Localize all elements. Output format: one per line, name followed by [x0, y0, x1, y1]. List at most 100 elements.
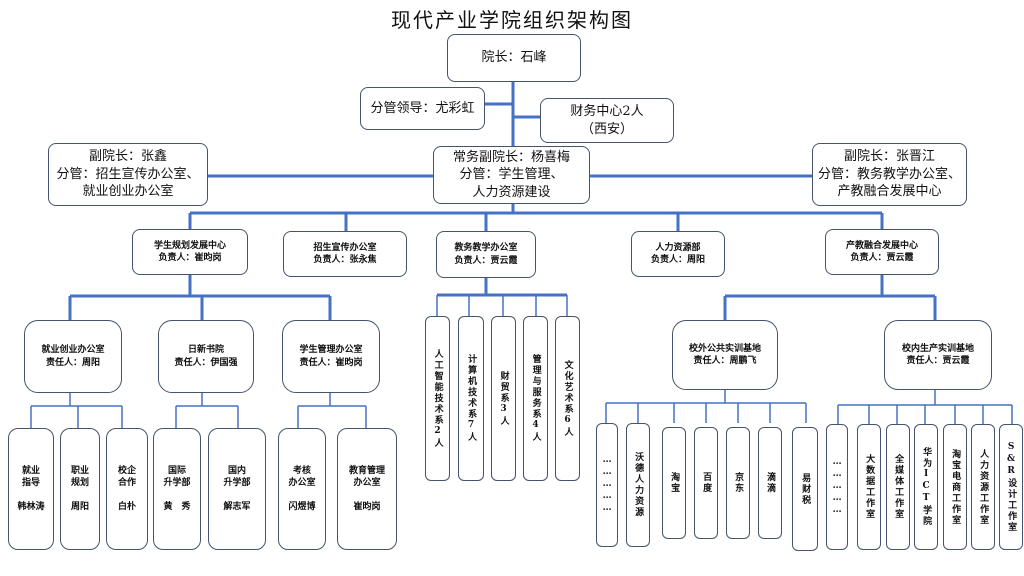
academic-dept-label: 计算机技术系7人	[466, 354, 477, 443]
int-unit-bigdata: 大数据工作室	[857, 424, 881, 550]
ext-unit-label: 沃德人力资源	[633, 452, 644, 518]
ext-unit-baidu: 百度	[694, 427, 718, 539]
base-lead: 责任人：贾云霞	[906, 356, 970, 366]
dept-lead: 负责人：周阳	[650, 255, 705, 265]
dept-student-planning: 学生规划发展中心 负责人：崔昀岗	[132, 229, 248, 275]
dept-academic: 教务教学办公室 负责人：贾云霞	[436, 231, 536, 278]
unit-line: 办公室	[353, 477, 381, 488]
finance-box: 财务中心2人 （西安）	[540, 98, 674, 143]
dept-industry: 产教融合发展中心 负责人：贾云霞	[825, 229, 939, 275]
int-unit-label: 华为ICT学院	[921, 447, 932, 527]
unit-school-enterprise: 校企 合作 白朴	[106, 428, 148, 550]
dean-label: 院长：石峰	[481, 50, 547, 66]
dept-name: 产教融合发展中心	[845, 240, 918, 251]
unit-domestic-study: 国内 升学部 解志军	[208, 428, 266, 550]
dept-lead: 负责人：贾云霞	[850, 253, 914, 263]
ext-unit-jd: 京东	[726, 427, 750, 539]
unit-line: 国内	[227, 465, 246, 476]
unit-career-planning: 职业 规划 周阳	[60, 428, 100, 550]
ext-unit-wode: 沃德人力资源	[626, 423, 650, 547]
unit-lead: 闪煜博	[288, 502, 316, 513]
dept-name: 招生宣传办公室	[313, 242, 377, 253]
dept-lead: 负责人：崔昀岗	[158, 253, 222, 263]
chart-title: 现代产业学院组织架构图	[391, 8, 633, 32]
int-unit-sr-design: S&R设计工作室	[999, 424, 1023, 550]
unit-line: 就业	[21, 465, 40, 476]
ext-unit-label: 易财税	[800, 472, 811, 506]
unit-line	[235, 489, 238, 501]
ext-unit-yicaishui: 易财税	[792, 427, 818, 551]
office-employment: 就业创业办公室 责任人：周阳	[24, 320, 122, 393]
int-unit-huawei: 华为ICT学院	[914, 424, 938, 550]
vp-right-line-3: 产教融合发展中心	[837, 184, 942, 200]
vp-right-line-2: 分管：教务教学办公室、	[817, 166, 961, 182]
int-unit-allmedia: 全媒体工作室	[886, 424, 910, 550]
ext-unit-label: ……………	[602, 455, 613, 515]
int-unit-label: 全媒体工作室	[893, 454, 904, 520]
unit-edu-mgmt: 教育管理 办公室 崔昀岗	[337, 428, 397, 550]
unit-line	[300, 489, 303, 501]
int-unit-label: 大数据工作室	[864, 454, 875, 520]
unit-line	[175, 489, 178, 501]
base-internal: 校内生产实训基地 责任人：贾云霞	[884, 320, 992, 390]
dept-lead: 负责人：贾云霞	[454, 255, 518, 266]
academic-dept-label: 财贸系3人	[498, 370, 509, 427]
academic-dept-management: 管理与服务系4人	[523, 316, 548, 481]
vp-exec-line-1: 常务副院长：杨喜梅	[452, 149, 570, 165]
ext-unit-taobao: 淘宝	[662, 427, 686, 539]
supervisor-box: 分管领导：尤彩虹	[360, 87, 485, 130]
base-external: 校外公共实训基地 责任人：周鹏飞	[672, 320, 778, 390]
unit-lead: 白朴	[117, 502, 136, 513]
int-unit-label: S&R设计工作室	[1006, 441, 1017, 533]
dept-lead: 负责人：张永焦	[313, 255, 377, 265]
academic-dept-ai: 人工智能技术系2人	[425, 316, 450, 481]
base-name: 校内生产实训基地	[901, 343, 974, 354]
unit-lead: 周阳	[70, 502, 89, 513]
int-unit-ellipsis: ……………	[826, 424, 848, 550]
unit-lead: 崔昀岗	[353, 502, 381, 513]
unit-line	[29, 489, 32, 501]
int-unit-hr-studio: 人力资源工作室	[971, 424, 995, 550]
office-name: 就业创业办公室	[41, 345, 105, 356]
academic-dept-label: 人工智能技术系2人	[432, 348, 443, 449]
ext-unit-didi: 滴滴	[758, 427, 782, 539]
dept-admissions: 招生宣传办公室 负责人：张永焦	[283, 231, 407, 277]
ext-unit-label: 滴滴	[765, 472, 776, 494]
int-unit-taobao-ecom: 淘宝电商工作室	[943, 424, 967, 550]
office-rixin: 日新书院 责任人：伊国强	[158, 320, 254, 393]
unit-line: 国际	[167, 465, 186, 476]
base-lead: 责任人：周鹏飞	[693, 356, 757, 366]
unit-line	[78, 489, 81, 501]
office-student-mgmt: 学生管理办公室 责任人：崔昀岗	[282, 320, 380, 393]
unit-line: 升学部	[163, 477, 191, 488]
unit-lead: 韩林涛	[17, 502, 45, 513]
dept-name: 教务教学办公室	[454, 243, 518, 254]
unit-line: 校企	[117, 465, 136, 476]
ext-unit-label: 淘宝	[669, 472, 680, 494]
academic-dept-finance: 财贸系3人	[491, 316, 516, 481]
academic-dept-label: 文化艺术系6人	[562, 359, 573, 438]
office-lead: 责任人：伊国强	[174, 357, 238, 368]
unit-line: 教育管理	[348, 465, 385, 476]
vp-left-box: 副院长：张鑫 分管：招生宣传办公室、 就业创业办公室	[48, 143, 208, 206]
dept-name: 学生规划发展中心	[153, 240, 226, 251]
unit-lead: 解志军	[223, 502, 251, 513]
finance-line-1: 财务中心2人	[570, 103, 644, 119]
unit-assessment: 考核 办公室 闪煜博	[278, 428, 326, 550]
office-name: 学生管理办公室	[299, 345, 363, 356]
office-name: 日新书院	[187, 345, 224, 356]
unit-employment-guidance: 就业 指导 韩林涛	[8, 428, 54, 550]
unit-line: 指导	[21, 477, 40, 488]
int-unit-label: 淘宝电商工作室	[950, 448, 961, 526]
unit-line: 升学部	[223, 477, 251, 488]
academic-dept-cs: 计算机技术系7人	[458, 316, 484, 481]
academic-dept-label: 管理与服务系4人	[530, 354, 541, 443]
finance-line-2: （西安）	[580, 121, 633, 137]
unit-line: 合作	[117, 477, 136, 488]
vp-exec-line-2: 分管：学生管理、	[459, 167, 564, 183]
unit-lead: 黄 秀	[163, 502, 191, 513]
dean-box: 院长：石峰	[447, 34, 581, 82]
vp-exec-line-3: 人力资源建设	[472, 184, 551, 200]
unit-line: 职业	[70, 465, 89, 476]
